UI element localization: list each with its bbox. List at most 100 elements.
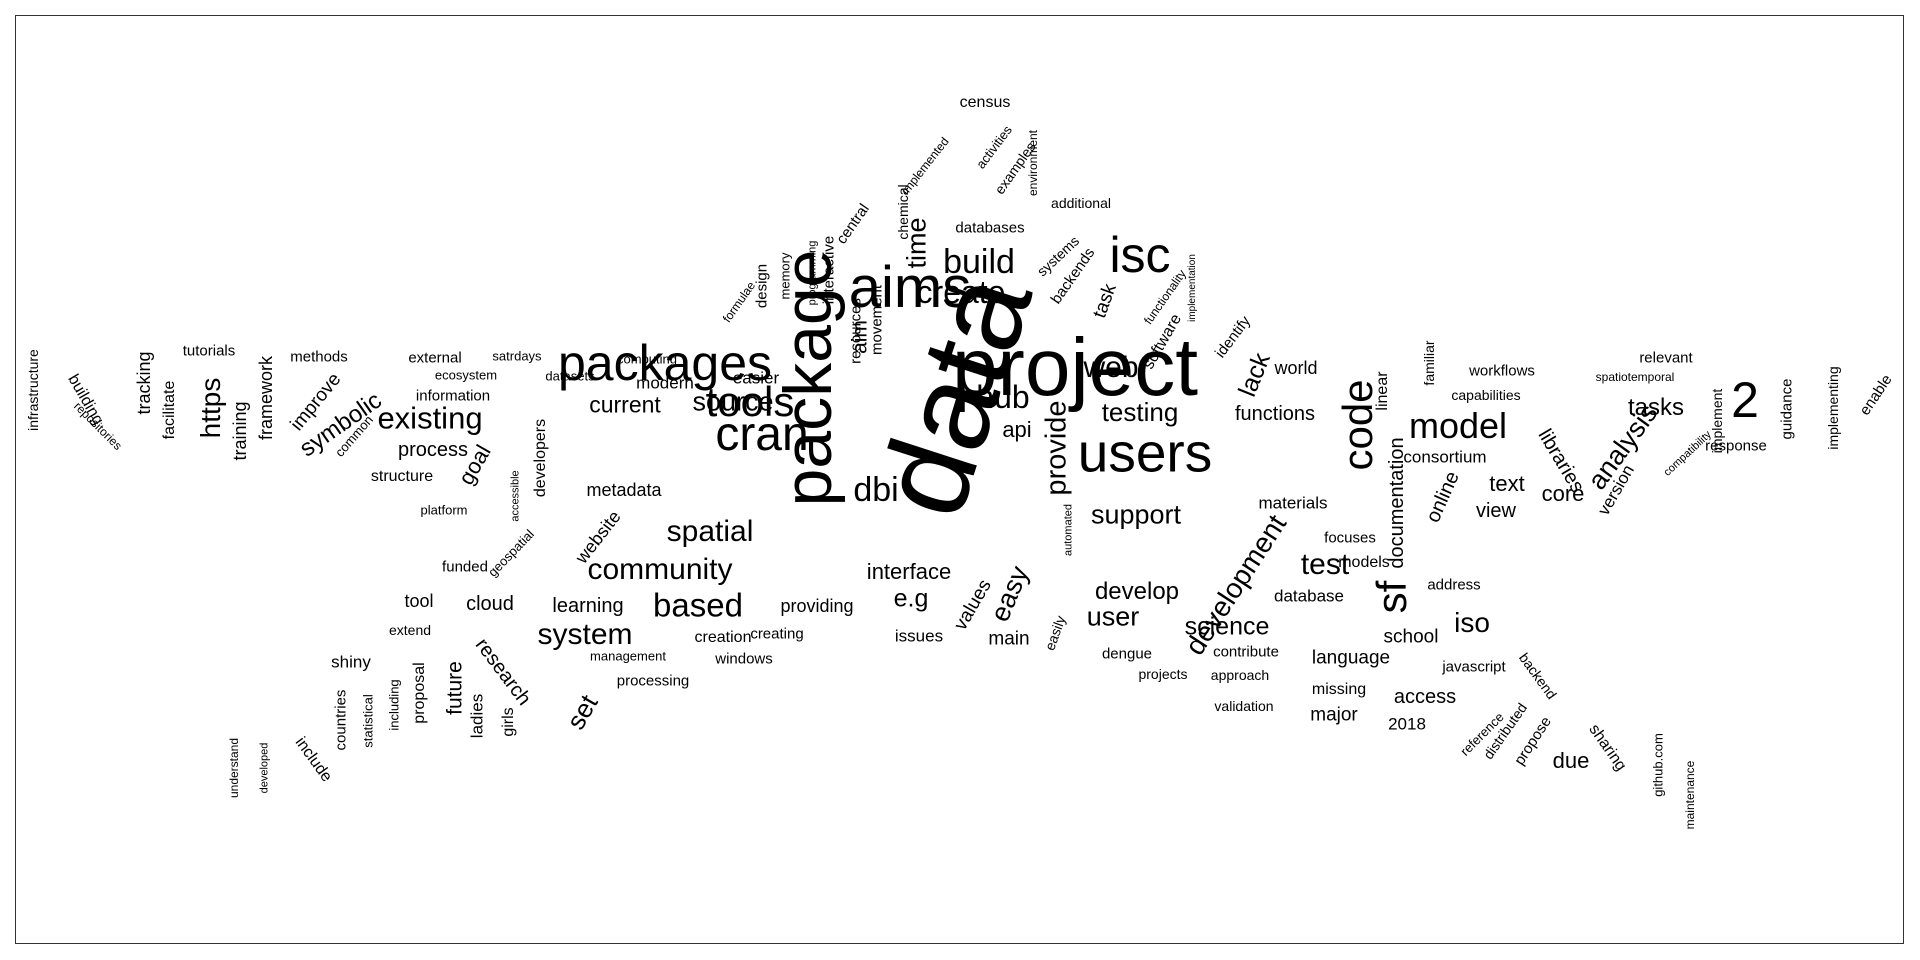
cloud-word: future bbox=[443, 661, 467, 715]
cloud-word: projects bbox=[1138, 666, 1188, 682]
cloud-word: missing bbox=[1311, 681, 1367, 698]
cloud-word: modern bbox=[636, 373, 694, 393]
cloud-word: database bbox=[1274, 586, 1344, 606]
cloud-word: datasets bbox=[545, 368, 595, 384]
cloud-word: learning bbox=[552, 595, 624, 617]
cloud-word: build bbox=[943, 243, 1015, 281]
cloud-word: validation bbox=[1214, 698, 1274, 714]
cloud-word: census bbox=[959, 94, 1011, 111]
cloud-word: movement bbox=[868, 284, 886, 356]
cloud-word: isc bbox=[1109, 227, 1171, 283]
cloud-word: ladies bbox=[467, 693, 487, 739]
cloud-word: databases bbox=[955, 219, 1025, 237]
cloud-word: including bbox=[386, 679, 402, 731]
cloud-word: address bbox=[1427, 576, 1481, 594]
cloud-word: interactive bbox=[820, 235, 838, 305]
cloud-word: capabilities bbox=[1451, 387, 1521, 403]
cloud-word: create bbox=[916, 274, 1006, 310]
cloud-word: issues bbox=[894, 626, 944, 646]
cloud-word: approach bbox=[1210, 667, 1270, 683]
cloud-word: enable bbox=[1856, 371, 1896, 419]
cloud-word: due bbox=[1552, 748, 1590, 773]
cloud-word: sharing bbox=[1585, 721, 1630, 775]
cloud-word: shiny bbox=[331, 652, 371, 672]
cloud-word: core bbox=[1541, 481, 1585, 506]
cloud-word: creation bbox=[694, 629, 752, 646]
cloud-word: cran bbox=[715, 408, 809, 461]
cloud-word: materials bbox=[1258, 493, 1328, 513]
cloud-word: satrdays bbox=[492, 348, 542, 364]
cloud-word: platform bbox=[420, 502, 468, 518]
cloud-word: existing bbox=[377, 400, 483, 436]
cloud-word: science bbox=[1184, 612, 1270, 641]
cloud-word: accessible bbox=[509, 470, 522, 522]
cloud-word: users bbox=[1077, 421, 1213, 484]
cloud-word: windows bbox=[715, 650, 773, 668]
cloud-word: focuses bbox=[1324, 529, 1376, 547]
cloud-word: main bbox=[988, 628, 1030, 650]
cloud-word: information bbox=[415, 387, 491, 405]
cloud-word: developers bbox=[532, 418, 549, 498]
cloud-word: consortium bbox=[1403, 447, 1487, 467]
cloud-word: additional bbox=[1051, 195, 1111, 211]
cloud-word: set bbox=[560, 689, 604, 735]
cloud-word: interface bbox=[866, 559, 952, 584]
cloud-word: source bbox=[692, 386, 774, 417]
cloud-word: central bbox=[833, 200, 873, 248]
cloud-word: text bbox=[1489, 471, 1525, 496]
cloud-word: developed bbox=[258, 742, 271, 794]
cloud-word: tool bbox=[404, 591, 434, 611]
cloud-word: test bbox=[1300, 548, 1350, 581]
cloud-word: implementing bbox=[1825, 366, 1841, 450]
cloud-word: automated bbox=[1062, 504, 1075, 556]
cloud-word: based bbox=[653, 586, 743, 624]
cloud-word: familiar bbox=[1421, 340, 1437, 386]
cloud-word: https bbox=[195, 377, 226, 439]
cloud-word: model bbox=[1408, 405, 1508, 446]
cloud-word: code bbox=[1334, 379, 1381, 471]
cloud-word: 2 bbox=[1731, 372, 1759, 428]
cloud-word: contribute bbox=[1213, 643, 1279, 661]
cloud-word: geospatial bbox=[485, 526, 537, 580]
cloud-word: workflows bbox=[1469, 362, 1535, 380]
cloud-word: formulae bbox=[719, 278, 759, 326]
cloud-word: facilitate bbox=[161, 380, 178, 440]
cloud-word: tools bbox=[705, 378, 795, 425]
cloud-word: access bbox=[1393, 686, 1457, 708]
cloud-word: lack bbox=[1233, 348, 1276, 401]
cloud-word: chemical bbox=[895, 184, 911, 240]
cloud-word: tutorials bbox=[182, 342, 236, 360]
cloud-word: external bbox=[408, 349, 462, 367]
cloud-word: iso bbox=[1454, 607, 1490, 638]
cloud-word: response bbox=[1705, 437, 1767, 455]
cloud-word: javascript bbox=[1442, 658, 1506, 676]
cloud-word: current bbox=[589, 391, 661, 418]
cloud-word: project bbox=[951, 322, 1199, 413]
cloud-word: linear bbox=[1374, 371, 1391, 411]
plot-frame bbox=[15, 15, 1904, 944]
cloud-word: programming bbox=[806, 240, 819, 306]
cloud-word: extend bbox=[388, 622, 432, 638]
cloud-word: dbi bbox=[853, 471, 899, 509]
cloud-word: language bbox=[1311, 647, 1391, 669]
cloud-word: environment bbox=[1026, 129, 1040, 197]
cloud-word: processing bbox=[616, 672, 690, 690]
cloud-word: view bbox=[1475, 500, 1517, 522]
cloud-word: management bbox=[590, 648, 666, 664]
cloud-word: e.g bbox=[893, 584, 929, 613]
cloud-word: easy bbox=[984, 561, 1035, 626]
cloud-word: easier bbox=[732, 368, 780, 388]
cloud-word: ecosystem bbox=[434, 367, 498, 383]
cloud-word: girls bbox=[500, 707, 517, 737]
cloud-word: statistical bbox=[360, 694, 376, 748]
cloud-word: aim bbox=[848, 320, 872, 354]
cloud-word: structure bbox=[370, 468, 434, 485]
cloud-word: online bbox=[1422, 468, 1464, 526]
cloud-word: support bbox=[1090, 499, 1182, 530]
cloud-word: maintenance bbox=[1683, 760, 1697, 830]
cloud-word: relevant bbox=[1639, 349, 1693, 367]
cloud-word: tasks bbox=[1627, 394, 1685, 421]
cloud-word: major bbox=[1310, 704, 1358, 726]
cloud-word: countries bbox=[332, 689, 350, 751]
